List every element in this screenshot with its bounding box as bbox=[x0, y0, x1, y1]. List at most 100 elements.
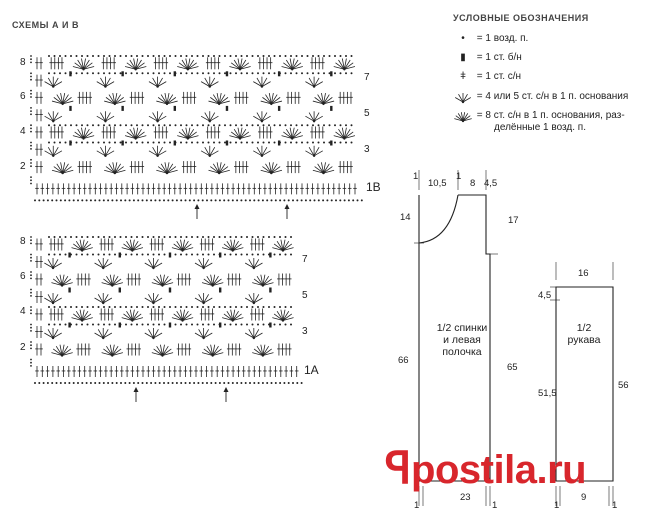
body-dim-top-shoulder: 8 bbox=[470, 178, 476, 189]
scheme-a-foundation-chain bbox=[158, 382, 161, 384]
scheme-a-row3-chain bbox=[136, 323, 138, 326]
scheme-b-foundation-chain bbox=[42, 199, 45, 202]
scheme-a-row6-fan-ray bbox=[201, 282, 213, 286]
scheme-a-row7-chain bbox=[59, 253, 61, 256]
scheme-a-row7-small-fan-ray bbox=[44, 262, 54, 269]
scheme-b-row8-chain bbox=[92, 55, 94, 57]
scheme-a-turning-chain bbox=[30, 309, 32, 312]
scheme-a-row5-small-fan-ray bbox=[103, 297, 113, 304]
scheme-a-row3-chain bbox=[191, 323, 193, 326]
scheme-b-row4-chain bbox=[130, 124, 133, 127]
scheme-a-foundation-chain bbox=[141, 382, 144, 384]
scheme-b-row7-chain bbox=[312, 72, 314, 75]
scheme-a-row7-small-fan-base bbox=[252, 266, 256, 270]
scheme-b-row4-fan-ray bbox=[291, 127, 295, 139]
scheme-a-row3-chain bbox=[196, 323, 199, 326]
scheme-b-row5-small-fan-ray bbox=[152, 112, 158, 122]
scheme-a-turning-chain bbox=[30, 253, 32, 256]
scheme-a-row4-chain bbox=[213, 306, 215, 308]
scheme-b-row8-chain bbox=[152, 55, 155, 57]
scheme-a-row3-small-fan-base bbox=[202, 336, 205, 340]
scheme-b-row5-small-fan-ray bbox=[209, 115, 219, 122]
scheme-a-row7-chain bbox=[284, 253, 287, 256]
scheme-b-row8-chain bbox=[218, 55, 221, 57]
scheme-b-row7-chain bbox=[180, 72, 182, 75]
scheme-b-row8-fan-base bbox=[343, 68, 346, 71]
scheme-b-row7-chain bbox=[158, 72, 160, 75]
scheme-b-row6-fan-ray bbox=[271, 100, 283, 105]
scheme-a-row8-fan-ray bbox=[121, 247, 133, 251]
scheme-b-row3-chain bbox=[202, 141, 204, 144]
scheme-a-row6-fan-ray bbox=[112, 282, 123, 286]
scheme-a-row8-fan-ray bbox=[282, 240, 290, 251]
scheme-b-row4-chain bbox=[92, 124, 94, 127]
scheme-a-row8-chain bbox=[119, 236, 122, 238]
scheme-b-row8-fan-ray bbox=[77, 59, 84, 70]
scheme-b-row8-fan-ray bbox=[333, 66, 345, 70]
scheme-a-row8-fan-base bbox=[181, 249, 184, 252]
scheme-b-row6-fan-ray bbox=[56, 94, 63, 105]
scheme-a-row8-chain bbox=[97, 236, 100, 238]
scheme-a-foundation-chain bbox=[68, 382, 71, 384]
scheme-b-row8-fan-base bbox=[186, 68, 190, 71]
scheme-b-foundation-chain bbox=[64, 199, 67, 202]
scheme-a-row5-small-fan-ray bbox=[97, 294, 104, 304]
scheme-a-row3-small-fan-ray bbox=[248, 329, 255, 339]
scheme-a-row6-fan-ray bbox=[61, 274, 65, 286]
scheme-b-foundation-chain bbox=[193, 199, 196, 202]
scheme-b-turning-chain bbox=[30, 179, 32, 182]
scheme-a-row8-chain bbox=[196, 236, 199, 238]
scheme-a-row5-small-fan-ray bbox=[153, 297, 163, 304]
scheme-b-row8-chain bbox=[174, 55, 177, 57]
scheme-a-foundation-chain bbox=[206, 382, 208, 384]
scheme-b-turning-chain bbox=[30, 110, 32, 112]
scheme-a-row7-small-fan-ray bbox=[102, 259, 109, 269]
scheme-a-row7-chain bbox=[202, 253, 204, 256]
scheme-b-row7-small-fan-ray bbox=[305, 81, 315, 87]
scheme-b-row8-fan-ray bbox=[133, 58, 137, 70]
scheme-a-row4-fan-ray bbox=[232, 313, 242, 321]
scheme-b-row8-fan-ray bbox=[187, 58, 191, 70]
scheme-a-foundation-chain bbox=[180, 382, 183, 384]
scheme-b-row7-chain bbox=[317, 72, 320, 75]
scheme-b-row4-chain bbox=[185, 124, 188, 127]
scheme-b-row8-fan-ray bbox=[83, 58, 86, 70]
scheme-b-row5-small-fan-ray bbox=[148, 115, 158, 122]
scheme-a-row4-fan-ray bbox=[232, 317, 244, 321]
scheme-b-row6-fan-ray bbox=[164, 93, 168, 104]
scheme-a-row8-fan-base bbox=[231, 249, 234, 252]
scheme-a-foundation-chain bbox=[171, 382, 174, 384]
scheme-a-row8-fan-ray bbox=[223, 243, 233, 251]
scheme-b-row7-small-fan-base bbox=[156, 85, 159, 88]
scheme-a-row5-small-fan-ray bbox=[244, 297, 255, 304]
scheme-b-row5-small-fan-base bbox=[208, 120, 211, 123]
scheme-b-row7-small-fan-ray bbox=[308, 77, 315, 87]
scheme-a-foundation-chain bbox=[55, 382, 58, 384]
scheme-a-row8-fan-ray bbox=[182, 240, 189, 251]
scheme-a-row4-chain bbox=[202, 306, 204, 308]
scheme-b-row7-chain bbox=[191, 72, 193, 75]
body-dim-top-left-edge: 1 bbox=[413, 171, 419, 182]
scheme-a-row6-fan-ray bbox=[61, 278, 72, 286]
scheme-b-foundation-chain bbox=[223, 199, 226, 202]
scheme-b-row3-chain bbox=[273, 141, 276, 144]
scheme-b-row3-small-fan-base bbox=[52, 154, 55, 157]
scheme-a-row5-small-fan-ray bbox=[253, 294, 260, 304]
scheme-a-row8-fan-ray bbox=[81, 243, 92, 251]
scheme-a-row2-fan-ray bbox=[162, 352, 174, 356]
scheme-a-row3-small-fan-ray bbox=[153, 329, 159, 339]
scheme-b-row2-fan-ray bbox=[270, 162, 274, 174]
scheme-b-row7-chain bbox=[251, 72, 254, 75]
scheme-a-row6-fan-base bbox=[161, 284, 164, 287]
scheme-a-row4-chain bbox=[191, 306, 193, 308]
sleeve-dim-left-height: 51,5 bbox=[538, 388, 557, 399]
scheme-a-row4-chain bbox=[196, 306, 199, 308]
scheme-b-row3-sc bbox=[69, 140, 72, 146]
scheme-b-row4-chain bbox=[180, 124, 182, 127]
scheme-b-row3-chain bbox=[136, 141, 138, 144]
scheme-a-row4-fan-base bbox=[181, 319, 184, 322]
scheme-b-row6-fan-ray bbox=[62, 97, 72, 105]
scheme-b-row4-fan-ray bbox=[187, 131, 197, 139]
scheme-b-foundation-chain bbox=[158, 199, 161, 202]
scheme-a-row2-fan-ray bbox=[61, 352, 73, 356]
